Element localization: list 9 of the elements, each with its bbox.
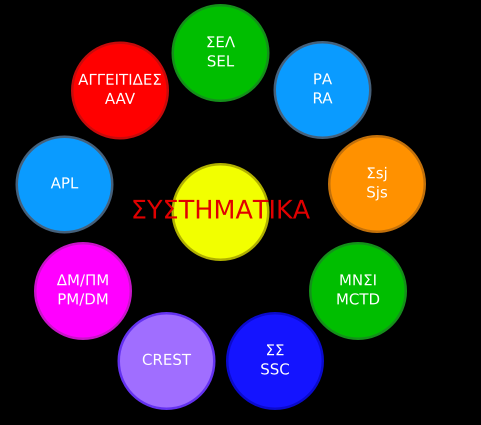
circle-node: ΑΓΓΕΙΤΙΔΕΣ AAV — [71, 42, 169, 140]
circle-node: ΣΕΛ SEL — [172, 4, 270, 102]
circle-node: APL — [16, 136, 114, 234]
circle-node: CREST — [118, 312, 216, 410]
circle-node: ΔΜ/ΠΜ PM/DM — [34, 242, 132, 340]
circle-node: ΣΣ SSC — [226, 312, 324, 410]
circle-node: Σsj Sjs — [328, 135, 426, 233]
circle-node: ΡΑ RA — [274, 41, 372, 139]
circle-node: ΜΝΣΙ MCTD — [309, 242, 407, 340]
